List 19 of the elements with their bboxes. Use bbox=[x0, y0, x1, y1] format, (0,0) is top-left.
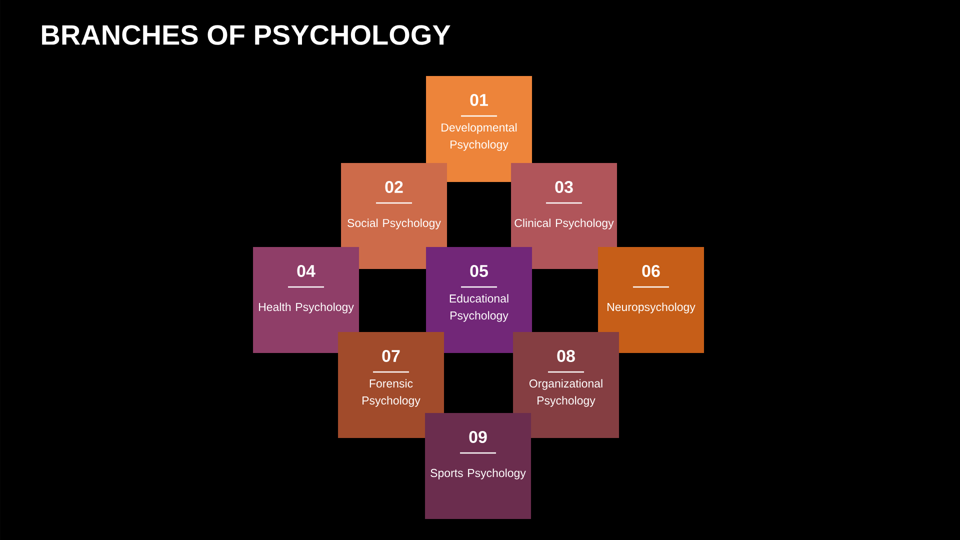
branch-name: Health Psychology bbox=[259, 302, 354, 314]
branch-name: Organizational Psychology bbox=[529, 379, 602, 407]
branch-name: Social Psychology bbox=[348, 218, 441, 230]
number-label: 09 bbox=[469, 430, 487, 444]
number-label: 04 bbox=[297, 264, 316, 278]
number-label: 03 bbox=[555, 180, 573, 194]
number-label: 01 bbox=[470, 94, 488, 106]
number-label: 05 bbox=[470, 264, 488, 278]
branch-name: Sports Psychology bbox=[430, 468, 526, 480]
branch-name: Educational Psychology bbox=[450, 294, 508, 322]
number-label: 08 bbox=[557, 350, 575, 362]
number-label: 06 bbox=[642, 264, 660, 278]
branch-name: Neuropsychology bbox=[608, 302, 696, 314]
branch-name: Clinical Psychology bbox=[514, 218, 614, 230]
branch-name: Developmental Psychology bbox=[442, 123, 517, 151]
number-label: 02 bbox=[385, 180, 403, 194]
branch-name: Forensic Psychology bbox=[362, 379, 420, 407]
slide-title: BRANCHES OF PSYCHOLOGY bbox=[42, 25, 450, 45]
number-label: 07 bbox=[382, 350, 400, 362]
